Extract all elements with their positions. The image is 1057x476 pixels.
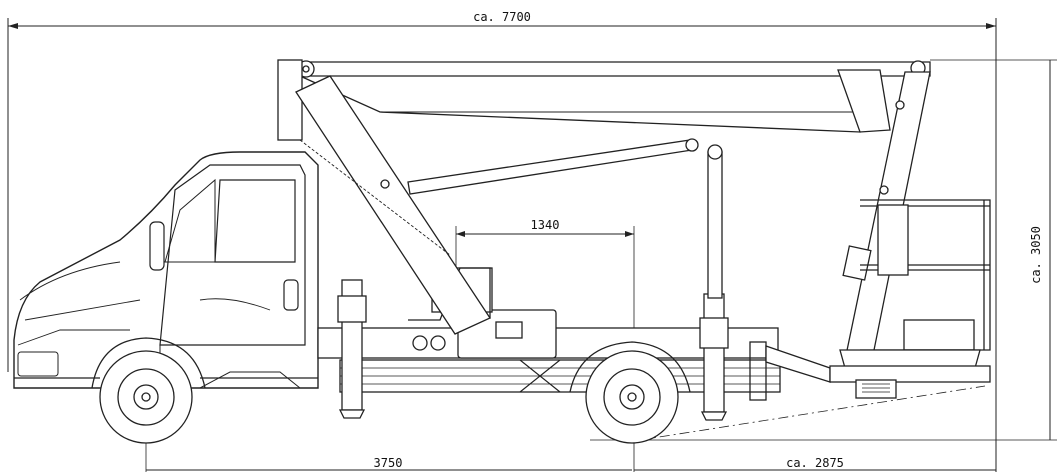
truck-cab [13, 151, 319, 389]
outrigger-spacing-label: 1340 [531, 218, 560, 232]
rear-outrigger [699, 293, 729, 421]
dimension-overall-length: ca. 7700 [7, 10, 997, 472]
lift-boom [277, 59, 931, 335]
front-wheel [91, 337, 206, 444]
wheelbase-label: 3750 [374, 456, 403, 470]
ground-clearance-line [639, 385, 986, 441]
rear-wheel [569, 341, 691, 444]
rear-overhang-label: ca. 2875 [786, 456, 844, 470]
dimension-rear-overhang: ca. 2875 [590, 439, 1057, 471]
rear-support-beam [765, 345, 991, 399]
dimension-overall-height: ca. 3050 [930, 59, 1057, 440]
overall-length-label: ca. 7700 [473, 10, 531, 24]
work-platform-basket [839, 199, 991, 369]
front-outrigger [337, 279, 367, 419]
overall-height-label: ca. 3050 [1029, 226, 1043, 284]
